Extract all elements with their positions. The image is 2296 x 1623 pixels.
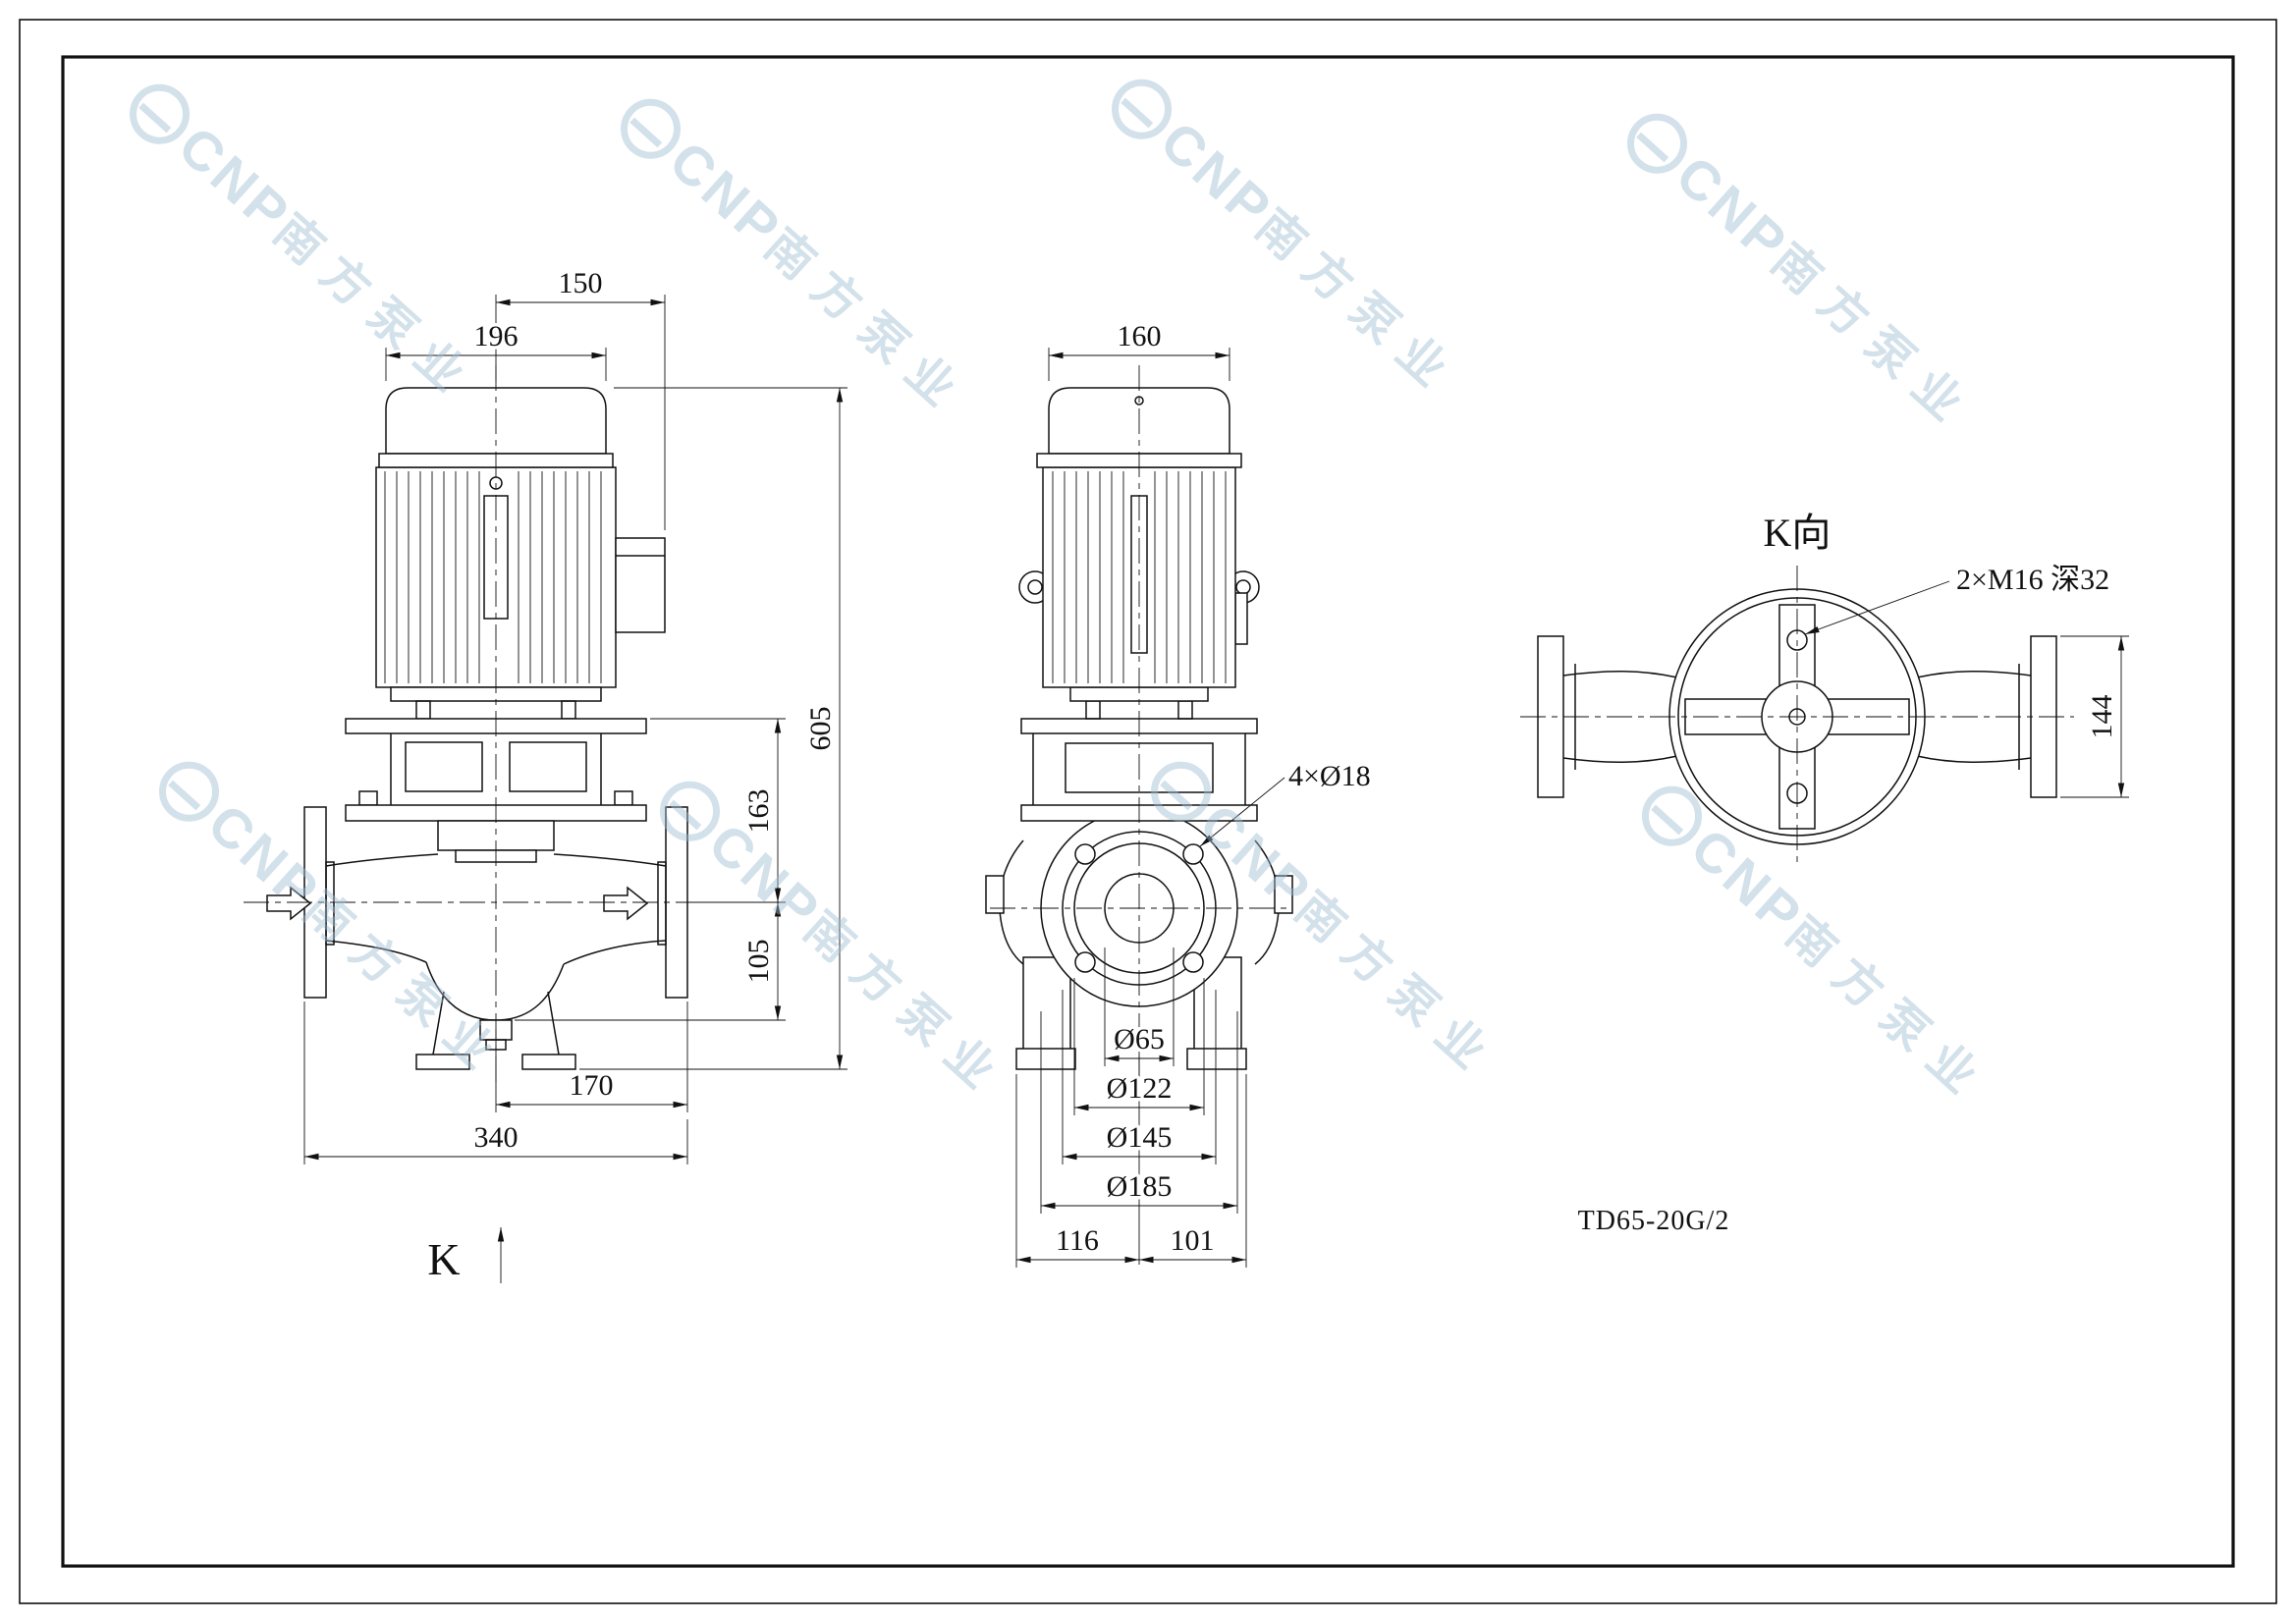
watermark: CNP 南方泵业 [159, 761, 515, 1089]
dim-196: 196 [385, 317, 607, 381]
suction-raised-face [325, 861, 335, 946]
stool-window-left [405, 741, 483, 792]
svg-text:南方泵业: 南方泵业 [755, 220, 977, 427]
plate-bolt-right [614, 790, 633, 806]
svg-text:南方泵业: 南方泵业 [794, 902, 1016, 1109]
k-view: K向 2×M16 深32 144 [1520, 511, 2129, 868]
watermark: CNP 南方泵业 [1112, 79, 1468, 407]
dim-bolt-circle-text: Ø145 [1107, 1121, 1173, 1154]
watermark: CNP 南方泵业 [621, 98, 977, 427]
terminal-tab [1234, 592, 1248, 645]
side-view: 150 196 605 163 105 170 [244, 264, 847, 1284]
dim-160: 160 [1048, 317, 1230, 381]
svg-text:南方泵业: 南方泵业 [264, 205, 486, 412]
dim-bore-text: Ø65 [1114, 1023, 1165, 1055]
k-view-title: K向 [1764, 511, 1831, 555]
sheet-border [19, 19, 2277, 1604]
dim-105: 105 [515, 902, 786, 1021]
stool-window-right [509, 741, 587, 792]
casing-tab-right [1274, 875, 1293, 914]
dim-163: 163 [650, 718, 786, 903]
callout-bolt-holes-text: 4×Ø18 [1288, 760, 1371, 792]
terminal-box [615, 537, 666, 633]
motor-bolt-left [415, 700, 431, 720]
flow-arrow-out [603, 886, 649, 921]
svg-text:南方泵业: 南方泵业 [1762, 235, 1984, 442]
dim-160-text: 160 [1118, 320, 1162, 352]
stool-sides [390, 733, 602, 805]
bolt-hole [1074, 951, 1096, 973]
dim-150: 150 [495, 264, 666, 530]
volute-wing-left [999, 839, 1024, 965]
casing-tab-left [985, 875, 1005, 914]
dim-605: 605 [579, 387, 847, 1070]
foot-column-left [1022, 956, 1071, 1055]
side-motor [375, 387, 666, 720]
dim-163-text: 163 [742, 789, 775, 834]
front-view: 160 4×Ø18 Ø65 Ø122 Ø145 Ø185 116 101 [985, 317, 1374, 1268]
motor-bolt-right [1177, 700, 1193, 720]
dim-144: 144 [2060, 635, 2129, 798]
dim-101-text: 101 [1171, 1224, 1215, 1257]
dim-diameters: Ø65 Ø122 Ø145 Ø185 116 101 [1015, 947, 1247, 1268]
foot-pad-right [521, 1054, 576, 1070]
watermark: CNP 南方泵业 [660, 781, 1016, 1109]
dim-raised-face-text: Ø122 [1107, 1072, 1173, 1105]
foot-pad-right [1186, 1048, 1247, 1070]
casing-legs [432, 991, 560, 1055]
flow-arrow-in [266, 886, 312, 921]
foot-pad-left [1015, 1048, 1076, 1070]
watermark: CNP 南方泵业 [1627, 113, 1984, 442]
svg-text:南方泵业: 南方泵业 [1285, 883, 1507, 1090]
dim-605-text: 605 [804, 707, 837, 751]
model-label: TD65-20G/2 [1578, 1206, 1730, 1236]
motor-bolt-right [561, 700, 576, 720]
dim-340-text: 340 [474, 1121, 519, 1154]
dim-170: 170 [495, 1001, 688, 1112]
plate-bolt-left [358, 790, 378, 806]
motor-bolt-left [1085, 700, 1101, 720]
dim-150-text: 150 [559, 267, 603, 299]
view-arrow-K-label: K [427, 1234, 460, 1284]
dim-116-text: 116 [1056, 1224, 1099, 1257]
dim-flange-od-text: Ø185 [1107, 1170, 1173, 1203]
callout-bolt-holes: 4×Ø18 [1199, 757, 1374, 847]
dim-105-text: 105 [742, 940, 775, 984]
motor-fins [1052, 471, 1227, 683]
bolt-hole [1182, 951, 1204, 973]
motor-fins [384, 471, 602, 683]
view-arrow-K: K [427, 1227, 505, 1284]
bolt-hole [1074, 843, 1096, 865]
stool-sides [1032, 733, 1246, 805]
volute-wing-right [1254, 839, 1280, 965]
bolt-hole [1182, 843, 1204, 865]
callout-tapped-holes-text: 2×M16 深32 [1956, 564, 2109, 596]
discharge-raised-face [657, 861, 667, 946]
front-motor [1036, 387, 1248, 688]
dim-196-text: 196 [474, 320, 519, 352]
foot-pad-left [415, 1054, 470, 1070]
svg-text:南方泵业: 南方泵业 [1246, 200, 1468, 407]
svg-text:南方泵业: 南方泵业 [1777, 907, 1998, 1114]
volute-outline [325, 853, 667, 1021]
callout-tapped-holes: 2×M16 深32 [1804, 561, 2113, 635]
dim-340: 340 [303, 1001, 688, 1164]
dim-144-text: 144 [2086, 695, 2118, 739]
watermark: CNP 南方泵业 [130, 83, 486, 412]
dim-170-text: 170 [570, 1069, 614, 1102]
